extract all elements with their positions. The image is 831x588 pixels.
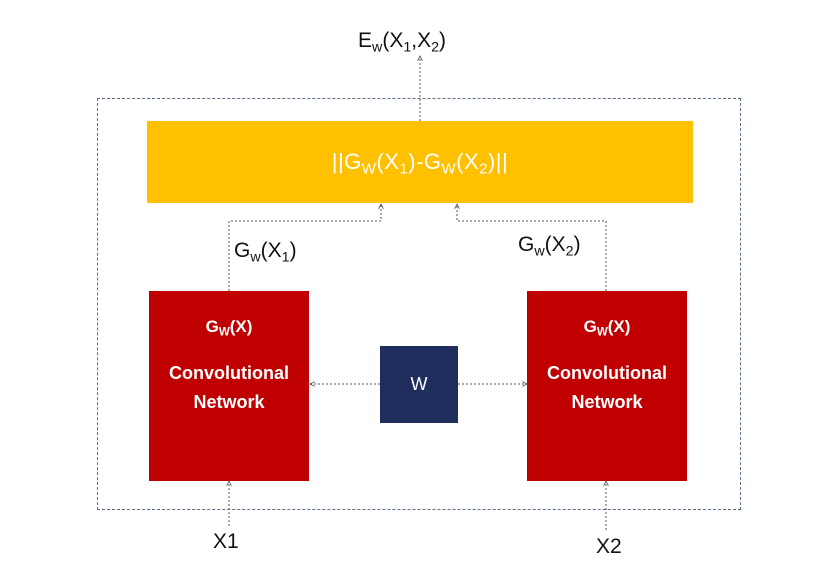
left-network-function: GW(X) [205, 317, 253, 339]
right-network-kind: Convolutional Network [547, 363, 667, 412]
energy-output-label: Ew(X1,X2) [358, 29, 447, 56]
distance-block: ||GW(X1)-GW(X2)|| [147, 121, 693, 203]
right-feature-arrow [457, 204, 607, 291]
left-network-kind: Convolutional Network [169, 363, 289, 412]
shared-weights-label: W [410, 374, 428, 394]
shared-weights-block: W [380, 346, 458, 423]
right-network-block: GW(X) Convolutional Network [527, 291, 687, 481]
left-feature-label: Gw(X1) [234, 239, 297, 266]
distance-formula: ||GW(X1)-GW(X2)|| [331, 149, 509, 178]
input-left-label: X1 [213, 530, 239, 553]
right-network-function: GW(X) [583, 317, 631, 339]
left-network-block: GW(X) Convolutional Network [149, 291, 309, 481]
input-right-label: X2 [596, 535, 622, 558]
right-feature-label: Gw(X2) [518, 233, 581, 260]
siamese-boundary [97, 98, 741, 510]
left-feature-arrow [228, 204, 381, 291]
